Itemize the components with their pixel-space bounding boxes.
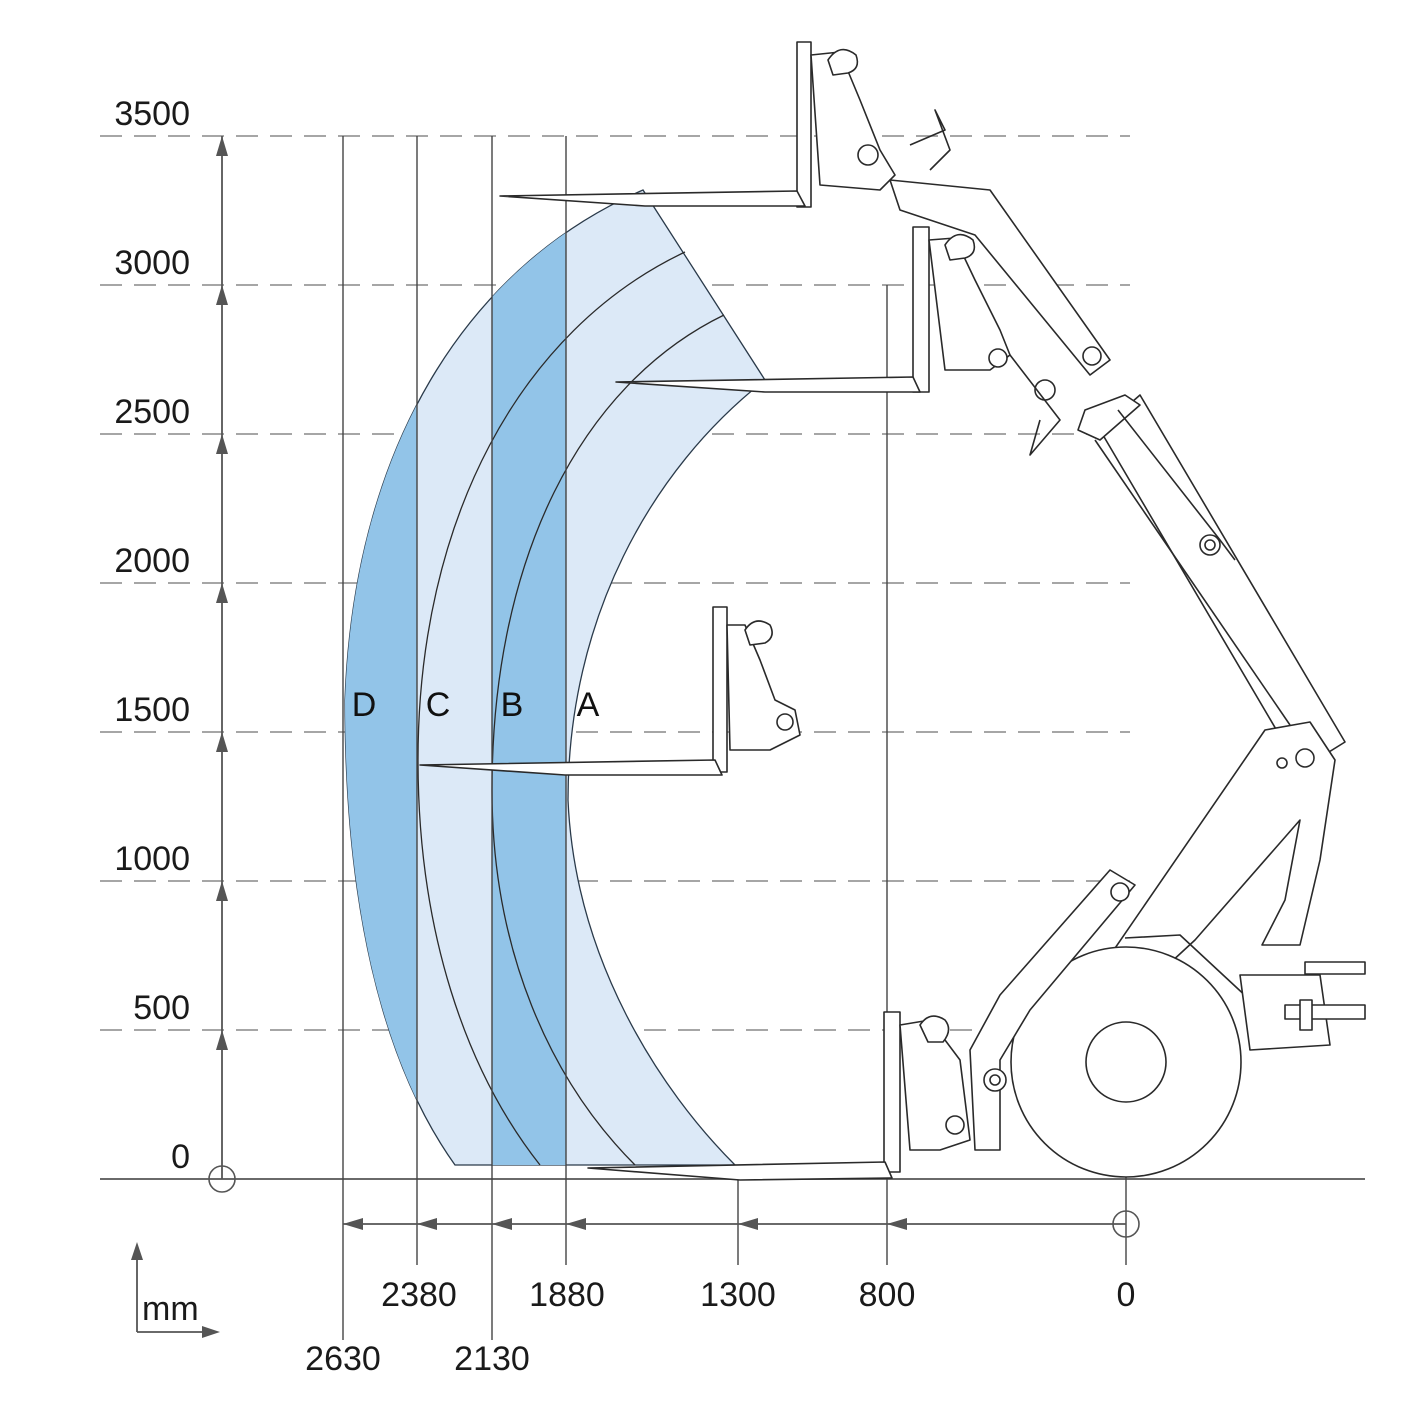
loader-mechanism [419,41,1366,1181]
zone-label-a: A [577,686,600,724]
reach-label-2630: 2630 [305,1340,381,1378]
height-axis [208,136,236,1193]
arc-2 [417,251,686,1166]
zone-label-c: C [426,686,451,724]
fork-carriage-top [499,41,1111,376]
unit-indicator: mm [131,1242,220,1338]
fork-carriage-ground [587,1011,971,1181]
height-label-1500: 1500 [114,691,190,729]
height-label-500: 500 [133,989,190,1027]
height-labels: 0 500 1000 1500 2000 2500 3000 3500 [114,95,190,1176]
reach-label-800: 800 [859,1276,916,1314]
reach-label-2130: 2130 [454,1340,530,1378]
reach-axis [343,1210,1140,1238]
unit-label: mm [142,1290,199,1328]
reach-label-1300: 1300 [700,1276,776,1314]
upper-boom [1077,394,1141,441]
reach-label-2380: 2380 [381,1276,457,1314]
reach-origin-marker [1112,1210,1140,1238]
origin-marker [208,1165,236,1193]
lower-boom [1099,394,1346,771]
reach-bands [344,189,766,1166]
height-label-3000: 3000 [114,244,190,282]
zone-labels: D C B A [352,686,600,724]
height-label-1000: 1000 [114,840,190,878]
zone-label-d: D [352,686,377,724]
height-label-0: 0 [171,1138,190,1176]
wheel-hub [1085,1021,1167,1103]
height-label-2500: 2500 [114,393,190,431]
reach-label-0: 0 [1117,1276,1136,1314]
height-label-3500: 3500 [114,95,190,133]
height-label-2000: 2000 [114,542,190,580]
fork-carriage-upper [615,226,1061,456]
band-d [345,190,417,1165]
fork-carriage-mid [419,606,801,776]
zone-label-b: B [501,686,524,724]
reach-labels: 2630 2380 2130 1880 1300 800 0 [305,1276,1135,1378]
reach-label-1880: 1880 [529,1276,605,1314]
